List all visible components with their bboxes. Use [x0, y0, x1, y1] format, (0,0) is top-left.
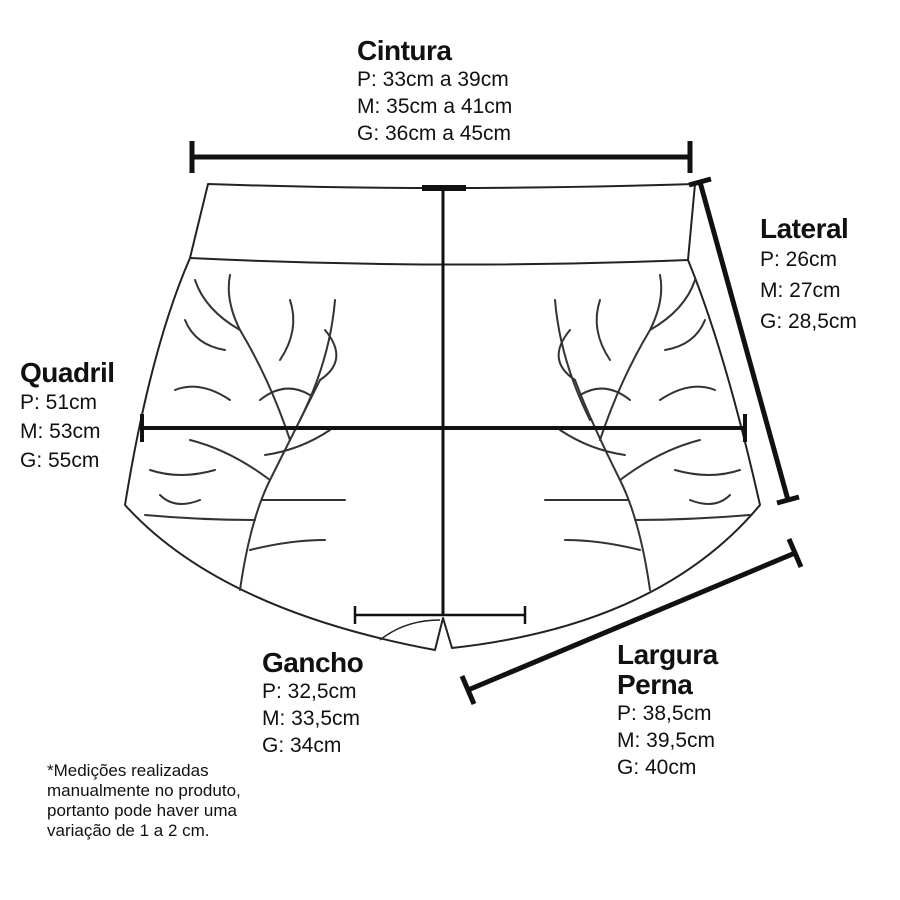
rise-size-m: M: 33,5cm: [262, 707, 361, 730]
rise-title: Gancho: [262, 647, 364, 678]
rise-size-p: P: 32,5cm: [262, 680, 357, 703]
hip-title: Quadril: [20, 357, 115, 388]
note-line-2: manualmente no produto,: [47, 781, 241, 800]
waist-size-g: G: 36cm a 45cm: [357, 122, 512, 145]
measurement-note: *Medições realizadas manualmente no prod…: [47, 761, 241, 841]
coral-print-left: [144, 274, 346, 591]
rise-measure-line: [353, 185, 527, 624]
side-size-g: G: 28,5cm: [760, 310, 857, 333]
leg-width-size-g: G: 40cm: [617, 756, 697, 779]
side-size-p: P: 26cm: [760, 248, 838, 271]
leg-width-size-p: P: 38,5cm: [617, 702, 712, 725]
hip-size-g: G: 55cm: [20, 449, 100, 472]
hip-label-block: Quadril P: 51cm M: 53cm G: 55cm: [20, 358, 115, 475]
waist-measure-line: [189, 141, 693, 173]
note-line-4: variação de 1 a 2 cm.: [47, 821, 210, 840]
note-line-3: portanto pode haver uma: [47, 801, 237, 820]
hip-size-m: M: 53cm: [20, 420, 101, 443]
coral-print-right: [544, 274, 751, 591]
crotch-seam: [379, 619, 441, 641]
waist-size-m: M: 35cm a 41cm: [357, 95, 513, 118]
rise-size-g: G: 34cm: [262, 734, 342, 757]
side-measure-line: [688, 176, 800, 506]
leg-width-measure-line: [459, 538, 804, 705]
hip-size-p: P: 51cm: [20, 391, 98, 414]
leg-width-size-m: M: 39,5cm: [617, 729, 716, 752]
side-size-m: M: 27cm: [760, 279, 841, 302]
waist-label-block: Cintura P: 33cm a 39cm M: 35cm a 41cm G:…: [357, 36, 512, 147]
note-line-1: *Medições realizadas: [47, 761, 209, 780]
leg-width-label-block: Largura Perna P: 38,5cm M: 39,5cm G: 40c…: [617, 640, 718, 781]
rise-label-block: Gancho P: 32,5cm M: 33,5cm G: 34cm: [262, 647, 364, 759]
side-title: Lateral: [760, 213, 849, 244]
waist-size-p: P: 33cm a 39cm: [357, 68, 509, 91]
side-label-block: Lateral P: 26cm M: 27cm G: 28,5cm: [760, 214, 857, 337]
waist-title: Cintura: [357, 35, 452, 66]
leg-width-title-line-2: Perna: [617, 669, 693, 700]
leg-width-title-line-1: Largura: [617, 639, 718, 670]
